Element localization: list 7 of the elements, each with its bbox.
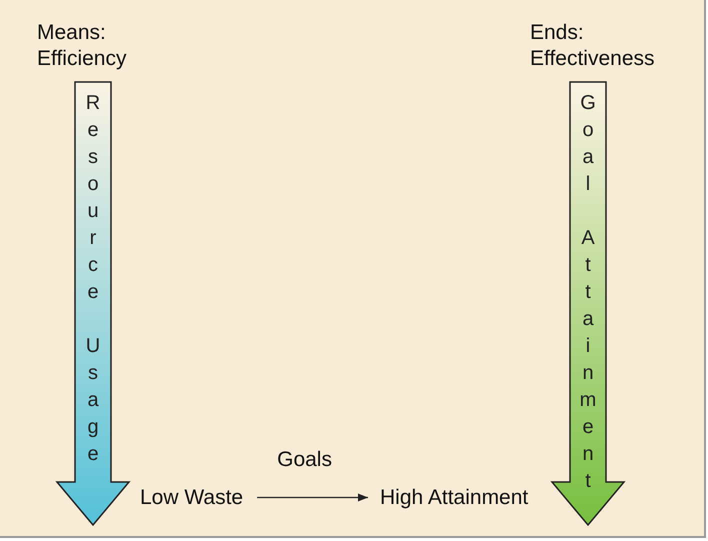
outcome-label: High Attainment [380,486,528,509]
outcome-label: Low Waste [140,486,244,509]
column-heading: Means: Efficiency [37,20,128,72]
arrow [257,494,368,502]
column-heading: Ends: Effectiveness [530,20,656,72]
arrow-label: Goal Attainment [576,92,599,497]
arrow-label: Resource Usage [81,92,104,470]
